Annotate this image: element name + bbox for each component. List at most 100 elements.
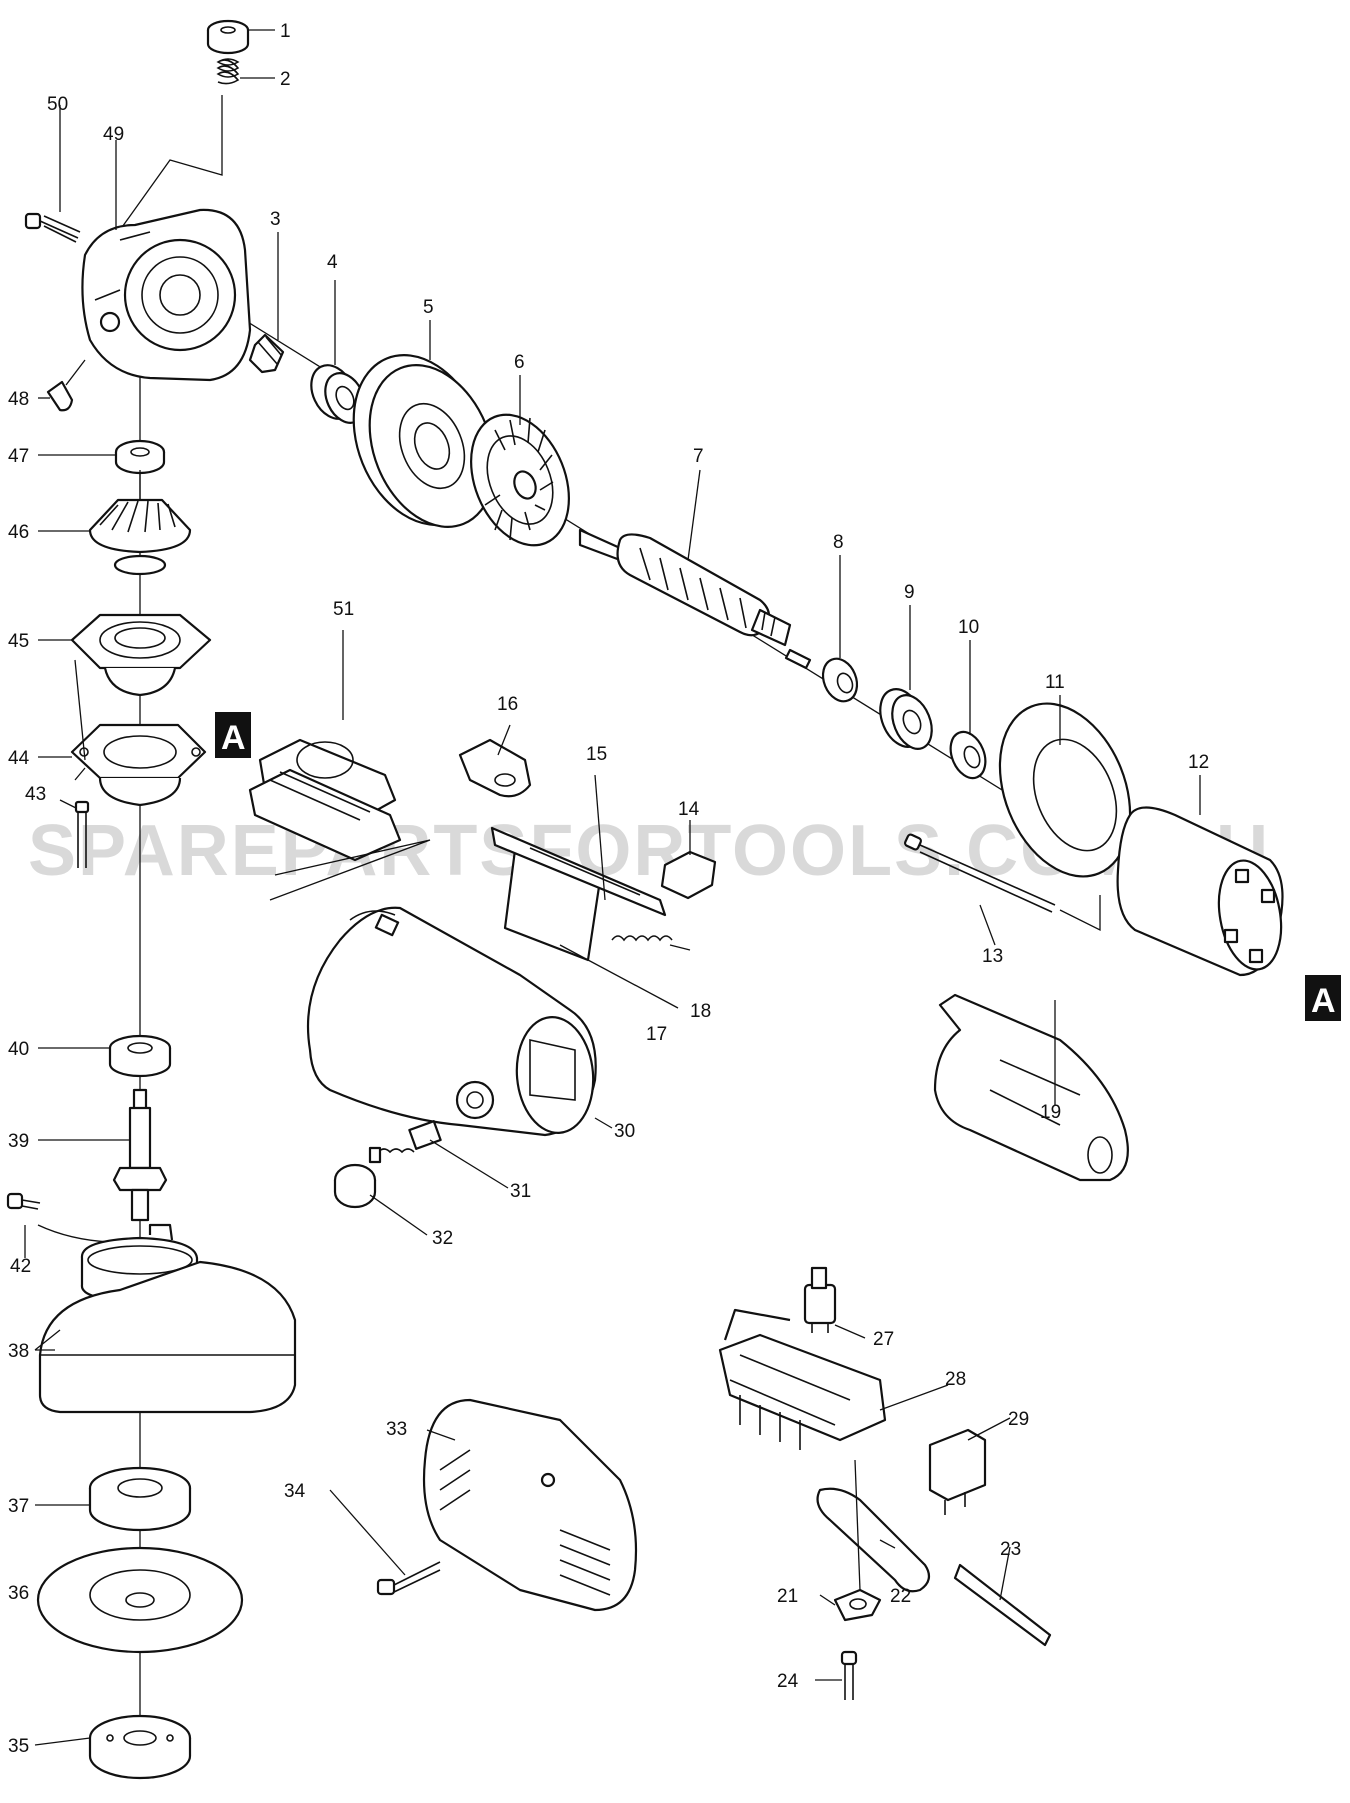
label-part-48: 48: [8, 389, 29, 410]
part-44-bearing-retainer: [70, 723, 207, 807]
section-marker-a-right: A: [1305, 975, 1341, 1021]
part-18-spring: [611, 935, 673, 942]
label-part-6: 6: [514, 352, 525, 373]
label-part-17: 17: [646, 1024, 667, 1045]
label-part-29: 29: [1008, 1409, 1029, 1430]
part-28-controller-housing: [718, 1308, 887, 1450]
part-21-cord-clamp: [833, 1459, 882, 1622]
label-part-10: 10: [958, 617, 979, 638]
part-30-motor-housing: [306, 906, 597, 1137]
label-part-51: 51: [333, 599, 354, 620]
part-24-screw: [840, 1650, 858, 1700]
part-2-spring: [216, 58, 240, 85]
part-33-rear-cover: [422, 1398, 638, 1612]
label-part-35: 35: [8, 1736, 29, 1757]
label-part-47: 47: [8, 446, 29, 467]
section-marker-a-left: A: [215, 712, 251, 758]
label-part-21: 21: [777, 1586, 798, 1607]
label-part-34: 34: [284, 1481, 306, 1502]
label-part-14: 14: [678, 799, 700, 820]
part-32-brush-holder-cap: [333, 1163, 377, 1209]
label-part-9: 9: [904, 582, 915, 603]
label-part-1: 1: [280, 21, 291, 42]
label-part-19: 19: [1040, 1102, 1061, 1123]
label-part-23: 23: [1000, 1539, 1021, 1560]
label-part-37: 37: [8, 1496, 29, 1517]
marker-a-left-text: A: [221, 719, 246, 757]
label-part-27: 27: [873, 1329, 894, 1350]
leader-spring-to-housing: [119, 95, 223, 231]
label-part-22: 22: [890, 1586, 911, 1607]
part-8-bearing: [821, 657, 859, 703]
part-16-switch-lever: [458, 738, 532, 798]
part-29-noise-suppressor: [928, 1428, 987, 1515]
part-49-gear-housing: [81, 208, 252, 382]
label-part-49: 49: [103, 124, 124, 145]
part-31-carbon-brush: [368, 1120, 442, 1164]
leader-51: [269, 839, 431, 901]
label-part-31: 31: [510, 1181, 531, 1202]
label-part-24: 24: [777, 1671, 799, 1692]
part-27-switch: [803, 1266, 837, 1333]
leader-45-44: [74, 659, 86, 781]
label-part-16: 16: [497, 694, 518, 715]
label-part-18: 18: [690, 1001, 711, 1022]
part-15-switch-rod: [490, 826, 667, 917]
part-42-screw: [6, 1192, 111, 1243]
label-part-11: 11: [1045, 672, 1065, 693]
label-part-7: 7: [693, 446, 704, 467]
part-50-screw: [24, 212, 81, 243]
label-part-36: 36: [8, 1583, 29, 1604]
part-22-cord-guard: [816, 1487, 931, 1593]
marker-a-right-text: A: [1311, 982, 1336, 1020]
part-37-inner-flange: [88, 1466, 192, 1532]
leader-13-to-field: [1059, 895, 1101, 932]
part-48-pin: [46, 359, 86, 412]
part-9-ball-bearing: [879, 688, 933, 750]
label-part-12: 12: [1188, 752, 1209, 773]
label-part-3: 3: [270, 209, 281, 230]
part-12-field-stator: [1116, 806, 1284, 977]
leader-lines: [24, 29, 1201, 1746]
part-7-armature: [578, 528, 812, 670]
part-5-bearing-box: [352, 354, 496, 528]
part-labels: 1 2 3 4 5 6 7 8 9 10 11 12 13 14 15 16 1…: [8, 21, 1209, 1757]
part-36-grinding-wheel: [36, 1546, 244, 1654]
label-part-45: 45: [8, 631, 29, 652]
label-part-39: 39: [8, 1131, 29, 1152]
label-part-5: 5: [423, 297, 434, 318]
label-part-43: 43: [25, 784, 46, 805]
label-part-50: 50: [47, 94, 68, 115]
label-part-28: 28: [945, 1369, 966, 1390]
part-23-power-cord: [953, 1563, 1052, 1647]
label-part-4: 4: [327, 252, 338, 273]
part-1-cap: [206, 19, 250, 55]
part-51-brush-holder: [248, 738, 402, 862]
part-35-lock-nut: [88, 1714, 192, 1780]
part-45-bearing-box: [70, 613, 212, 697]
label-part-40: 40: [8, 1039, 29, 1060]
part-6-fan: [470, 413, 570, 547]
part-39-spindle: [112, 1088, 168, 1222]
part-3-pinion-gear: [248, 333, 285, 374]
label-part-13: 13: [982, 946, 1003, 967]
part-19-handle-cover: [933, 993, 1129, 1182]
label-part-38: 38: [8, 1341, 29, 1362]
label-part-15: 15: [586, 744, 607, 765]
label-part-46: 46: [8, 522, 29, 543]
label-part-2: 2: [280, 69, 291, 90]
label-part-44: 44: [8, 748, 30, 769]
part-34-screw: [376, 1561, 441, 1596]
part-46-spiral-bevel-gear: [88, 470, 192, 576]
part-40-ball-bearing: [108, 1034, 172, 1078]
label-part-33: 33: [386, 1419, 407, 1440]
label-part-32: 32: [432, 1228, 453, 1249]
part-38-wheel-guard: [38, 1223, 297, 1414]
label-part-42: 42: [10, 1256, 31, 1277]
part-11-baffle-plate: [998, 702, 1132, 878]
label-part-30: 30: [614, 1121, 635, 1142]
part-47-ball-bearing: [114, 439, 166, 475]
part-10-insulation-washer: [949, 730, 987, 780]
